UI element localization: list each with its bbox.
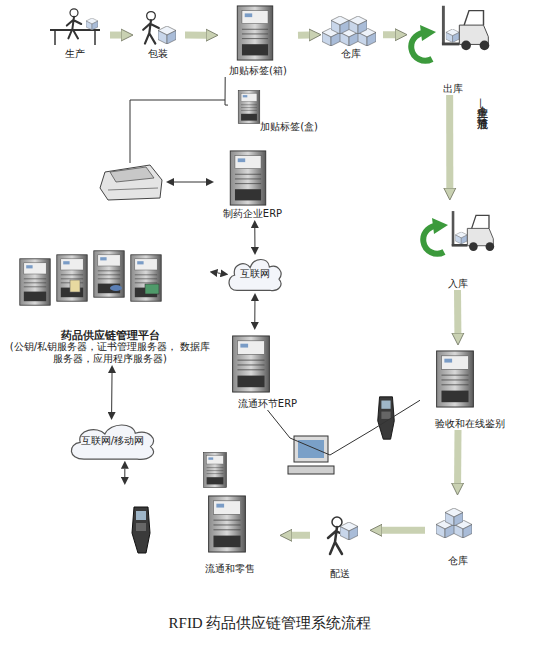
node-label: 药品供应链管理平台 — [61, 329, 160, 341]
link-line — [111, 373, 112, 412]
node-label: 入库 — [448, 278, 468, 290]
node-label: 加贴标签(箱) — [229, 65, 287, 77]
turn-arrow-icon — [423, 218, 448, 254]
link-line — [217, 272, 220, 273]
cloud-outline — [229, 260, 281, 291]
link-line — [225, 77, 228, 105]
icon-node: 仓库 — [318, 15, 383, 60]
flow-arrow — [382, 527, 425, 534]
flow-arrow — [298, 31, 309, 38]
node-label: 生产 — [65, 48, 85, 60]
double-arrow — [166, 178, 214, 186]
flow-arrow — [454, 430, 461, 483]
server-icon — [233, 336, 270, 392]
server-icon — [437, 351, 474, 407]
icon-node: 仓库 — [425, 495, 490, 567]
node-label: 仓库 — [341, 48, 361, 60]
server-icon — [238, 91, 260, 124]
node-label: 配送 — [330, 568, 350, 580]
server-icon — [230, 151, 265, 205]
server-rack-icon — [20, 251, 161, 305]
icon-node: 配送 — [310, 510, 370, 580]
figure-caption: RFID 药品供应链管理系统流程 — [0, 614, 540, 633]
link-line — [254, 301, 255, 322]
node-label: 加贴标签(盒) — [260, 121, 318, 133]
worker-icon — [50, 9, 100, 45]
link-line — [124, 469, 125, 477]
flow-arrow — [446, 95, 453, 188]
forklift-icon — [452, 211, 494, 251]
node-note: (公钥/私钥服务器，证书管理服务器， 数据库服务器，应用程序服务器) — [5, 341, 215, 365]
server-icon — [237, 6, 272, 60]
printer-icon — [100, 165, 162, 200]
icon-node: 验收和在线鉴别 — [420, 345, 520, 430]
edge-label: 生产企业—流通环节 — [476, 98, 488, 109]
icon-node: 入库 — [415, 200, 500, 290]
rfid-reader-icon — [132, 507, 150, 553]
node-label: 流通环节ERP — [238, 398, 297, 410]
server-icon — [209, 496, 246, 552]
wire-line — [130, 100, 225, 163]
warehouse-icon — [445, 508, 463, 526]
icon-node: 加贴标签(盒) — [228, 88, 318, 133]
node-label: 互联网 — [240, 268, 270, 280]
icon-node: 包装 — [130, 8, 185, 60]
delivery-person-icon — [328, 517, 358, 554]
icon-node: 生产 — [40, 8, 110, 60]
computer-icon — [288, 436, 334, 474]
warehouse-icon — [322, 16, 376, 46]
icon-node: 加贴标签(箱) — [218, 5, 298, 77]
forklift-icon — [442, 6, 489, 50]
packing-icon — [143, 12, 176, 44]
network-cloud: 互联网/移动网 — [65, 420, 160, 462]
cloud-outline — [71, 425, 153, 459]
network-cloud: 互联网 — [225, 255, 285, 293]
link-line — [254, 228, 255, 247]
icon-node: 流通和零售 — [120, 485, 280, 575]
node-label: 流通和零售 — [205, 563, 255, 575]
turn-arrow-icon — [411, 25, 436, 61]
flow-arrow — [454, 290, 461, 333]
node-label: 出库 — [443, 83, 463, 95]
node-label: 仓库 — [448, 555, 468, 567]
node-label: 互联网/移动网 — [81, 435, 144, 447]
icon-node: 制药企业ERP — [215, 148, 290, 220]
node-label: 制药企业ERP — [223, 208, 282, 220]
flow-arrow — [185, 32, 206, 39]
flow-arrow — [110, 32, 121, 39]
flow-arrow — [383, 31, 395, 38]
icon-node: 流通环节ERP — [225, 330, 310, 410]
node-label: 包装 — [148, 48, 168, 60]
node-label: 验收和在线鉴别 — [435, 418, 505, 430]
server-icon — [204, 453, 227, 488]
flow-arrow — [292, 532, 310, 539]
icon-node: 药品供应链管理平台(公钥/私钥服务器，证书管理服务器， 数据库服务器，应用程序服… — [5, 245, 215, 365]
icon-node: 出库 — [405, 5, 500, 95]
